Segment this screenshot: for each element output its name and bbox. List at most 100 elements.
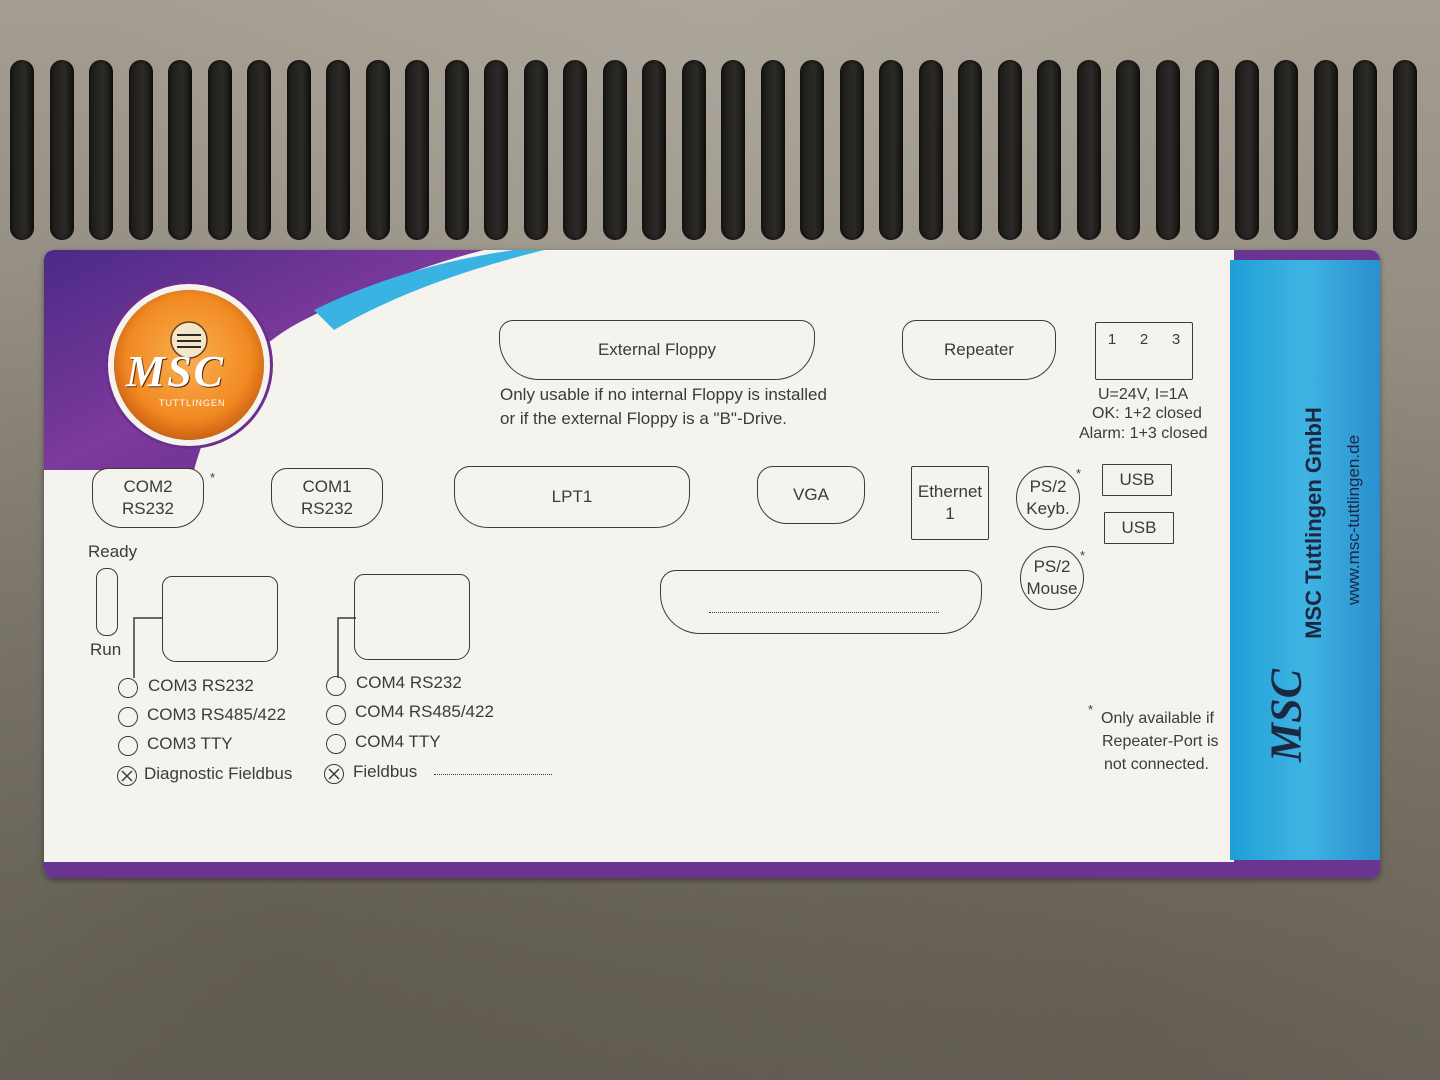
vga-label: VGA [793,485,829,504]
vent-slot [89,60,113,240]
relay-terminal: 1 2 3 [1095,322,1193,380]
vent-slot [721,60,745,240]
vent-slot [681,60,706,240]
relay-pin-2: 2 [1139,331,1149,348]
ps2-mouse-line2: Mouse [1026,579,1078,598]
footnote-star: * [1088,702,1094,717]
vent-slot [523,60,548,240]
vga-port: VGA [757,466,865,524]
footnote-line2: Repeater-Port is [1102,733,1219,750]
vent-slot [642,60,666,240]
vent-slot [128,60,153,240]
fieldbus-label: Fieldbus [353,762,418,781]
logo-crest-icon [170,321,208,359]
com4-rs485-radio [326,705,346,725]
ps2-keyboard-port: PS/2 Keyb. [1016,466,1080,530]
brand-url: www.msc-tuttlingen.de [1344,434,1363,606]
com3-rs232-label: COM3 RS232 [148,676,254,695]
diagnostic-fieldbus-radio-crossed-icon [117,766,137,786]
com1-line2: RS232 [301,499,353,518]
vent-slot [1234,60,1259,240]
vent-slot [958,60,982,240]
usb-port-2: USB [1104,512,1174,544]
com4-module-port [354,574,470,660]
ethernet-port: Ethernet 1 [911,466,989,540]
vent-slot [1392,60,1417,240]
vent-slot [405,60,429,240]
vent-slot [879,60,903,240]
usb-2-label: USB [1121,518,1157,537]
footnote-line1: Only available if [1101,710,1214,727]
com3-tty-radio [118,736,138,756]
lpt1-port: LPT1 [454,466,690,528]
com2-line1: COM2 [123,477,173,496]
repeater-port: Repeater [902,320,1056,380]
ethernet-line1: Ethernet [917,482,983,501]
footnote-line3: not connected. [1104,756,1209,773]
vent-slot [563,60,587,240]
usb-1-label: USB [1119,470,1155,489]
ventilation-grille [0,60,1440,250]
com3-rs485-radio [118,707,138,727]
relay-pin-3: 3 [1171,331,1181,348]
relay-note-2: OK: 1+2 closed [1092,405,1202,422]
cross-mark-icon [328,768,340,780]
external-floppy-label: External Floppy [597,340,717,359]
ps2-keyb-star: * [1076,466,1082,481]
vent-slot [247,60,271,240]
vent-slot [1353,60,1377,240]
vent-slot [326,60,350,240]
com3-module-port [162,576,278,662]
com1-port: COM1 RS232 [271,468,383,528]
ps2-keyb-line1: PS/2 [1029,477,1067,496]
status-led [96,568,118,636]
brand-side-panel [1230,260,1380,860]
com4-tty-radio [326,734,346,754]
logo-subtext: TUTTLINGEN [159,398,226,408]
fieldbus-dotted-line [434,774,552,775]
brand-mark: MSC [1261,669,1311,762]
vent-slot [10,60,34,240]
external-floppy-port: External Floppy [499,320,815,380]
vent-slot [1195,60,1219,240]
msc-logo-emblem [114,290,264,440]
vent-slot [484,60,508,240]
fieldbus-radio-crossed-icon [324,764,344,784]
ps2-mouse-port: PS/2 Mouse [1020,546,1084,610]
vent-slot [207,60,232,240]
ready-label: Ready [88,542,138,561]
logo-text: MSC [126,347,225,396]
vent-slot [918,60,943,240]
ps2-mouse-star: * [1080,548,1086,563]
com4-rs232-label: COM4 RS232 [356,673,462,692]
com4-tty-label: COM4 TTY [355,732,441,751]
diagnostic-fieldbus-label: Diagnostic Fieldbus [144,764,293,783]
vent-slot [760,60,785,240]
vent-slot [365,60,390,240]
vent-slot [1313,60,1338,240]
relay-note-1: U=24V, I=1A [1098,386,1189,403]
ps2-keyb-line2: Keyb. [1026,499,1070,518]
usb-port-1: USB [1102,464,1172,496]
ps2-mouse-line1: PS/2 [1033,557,1071,576]
blank-connector-dotted-line [709,612,939,613]
vent-slot [168,60,192,240]
com2-line2: RS232 [122,499,174,518]
vent-slot [1037,60,1061,240]
com2-port: COM2 RS232 [92,468,204,528]
com4-rs232-radio [326,676,346,696]
com3-tty-label: COM3 TTY [147,734,233,753]
com1-line1: COM1 [302,477,352,496]
run-label: Run [90,640,122,659]
vent-slot [1274,60,1298,240]
vent-slot [286,60,311,240]
floppy-note-2: or if the external Floppy is a "B"-Drive… [500,409,788,428]
vent-slot [49,60,74,240]
com4-rs485-label: COM4 RS485/422 [355,702,494,721]
com3-connector-line [133,617,162,678]
brand-vertical-block: MSC Tuttlingen GmbH www.msc-tuttlingen.d… [1234,290,1380,850]
com4-connector-line [337,617,356,678]
ethernet-line2: 1 [945,504,955,523]
cross-mark-icon [121,770,133,782]
vent-slot [444,60,469,240]
